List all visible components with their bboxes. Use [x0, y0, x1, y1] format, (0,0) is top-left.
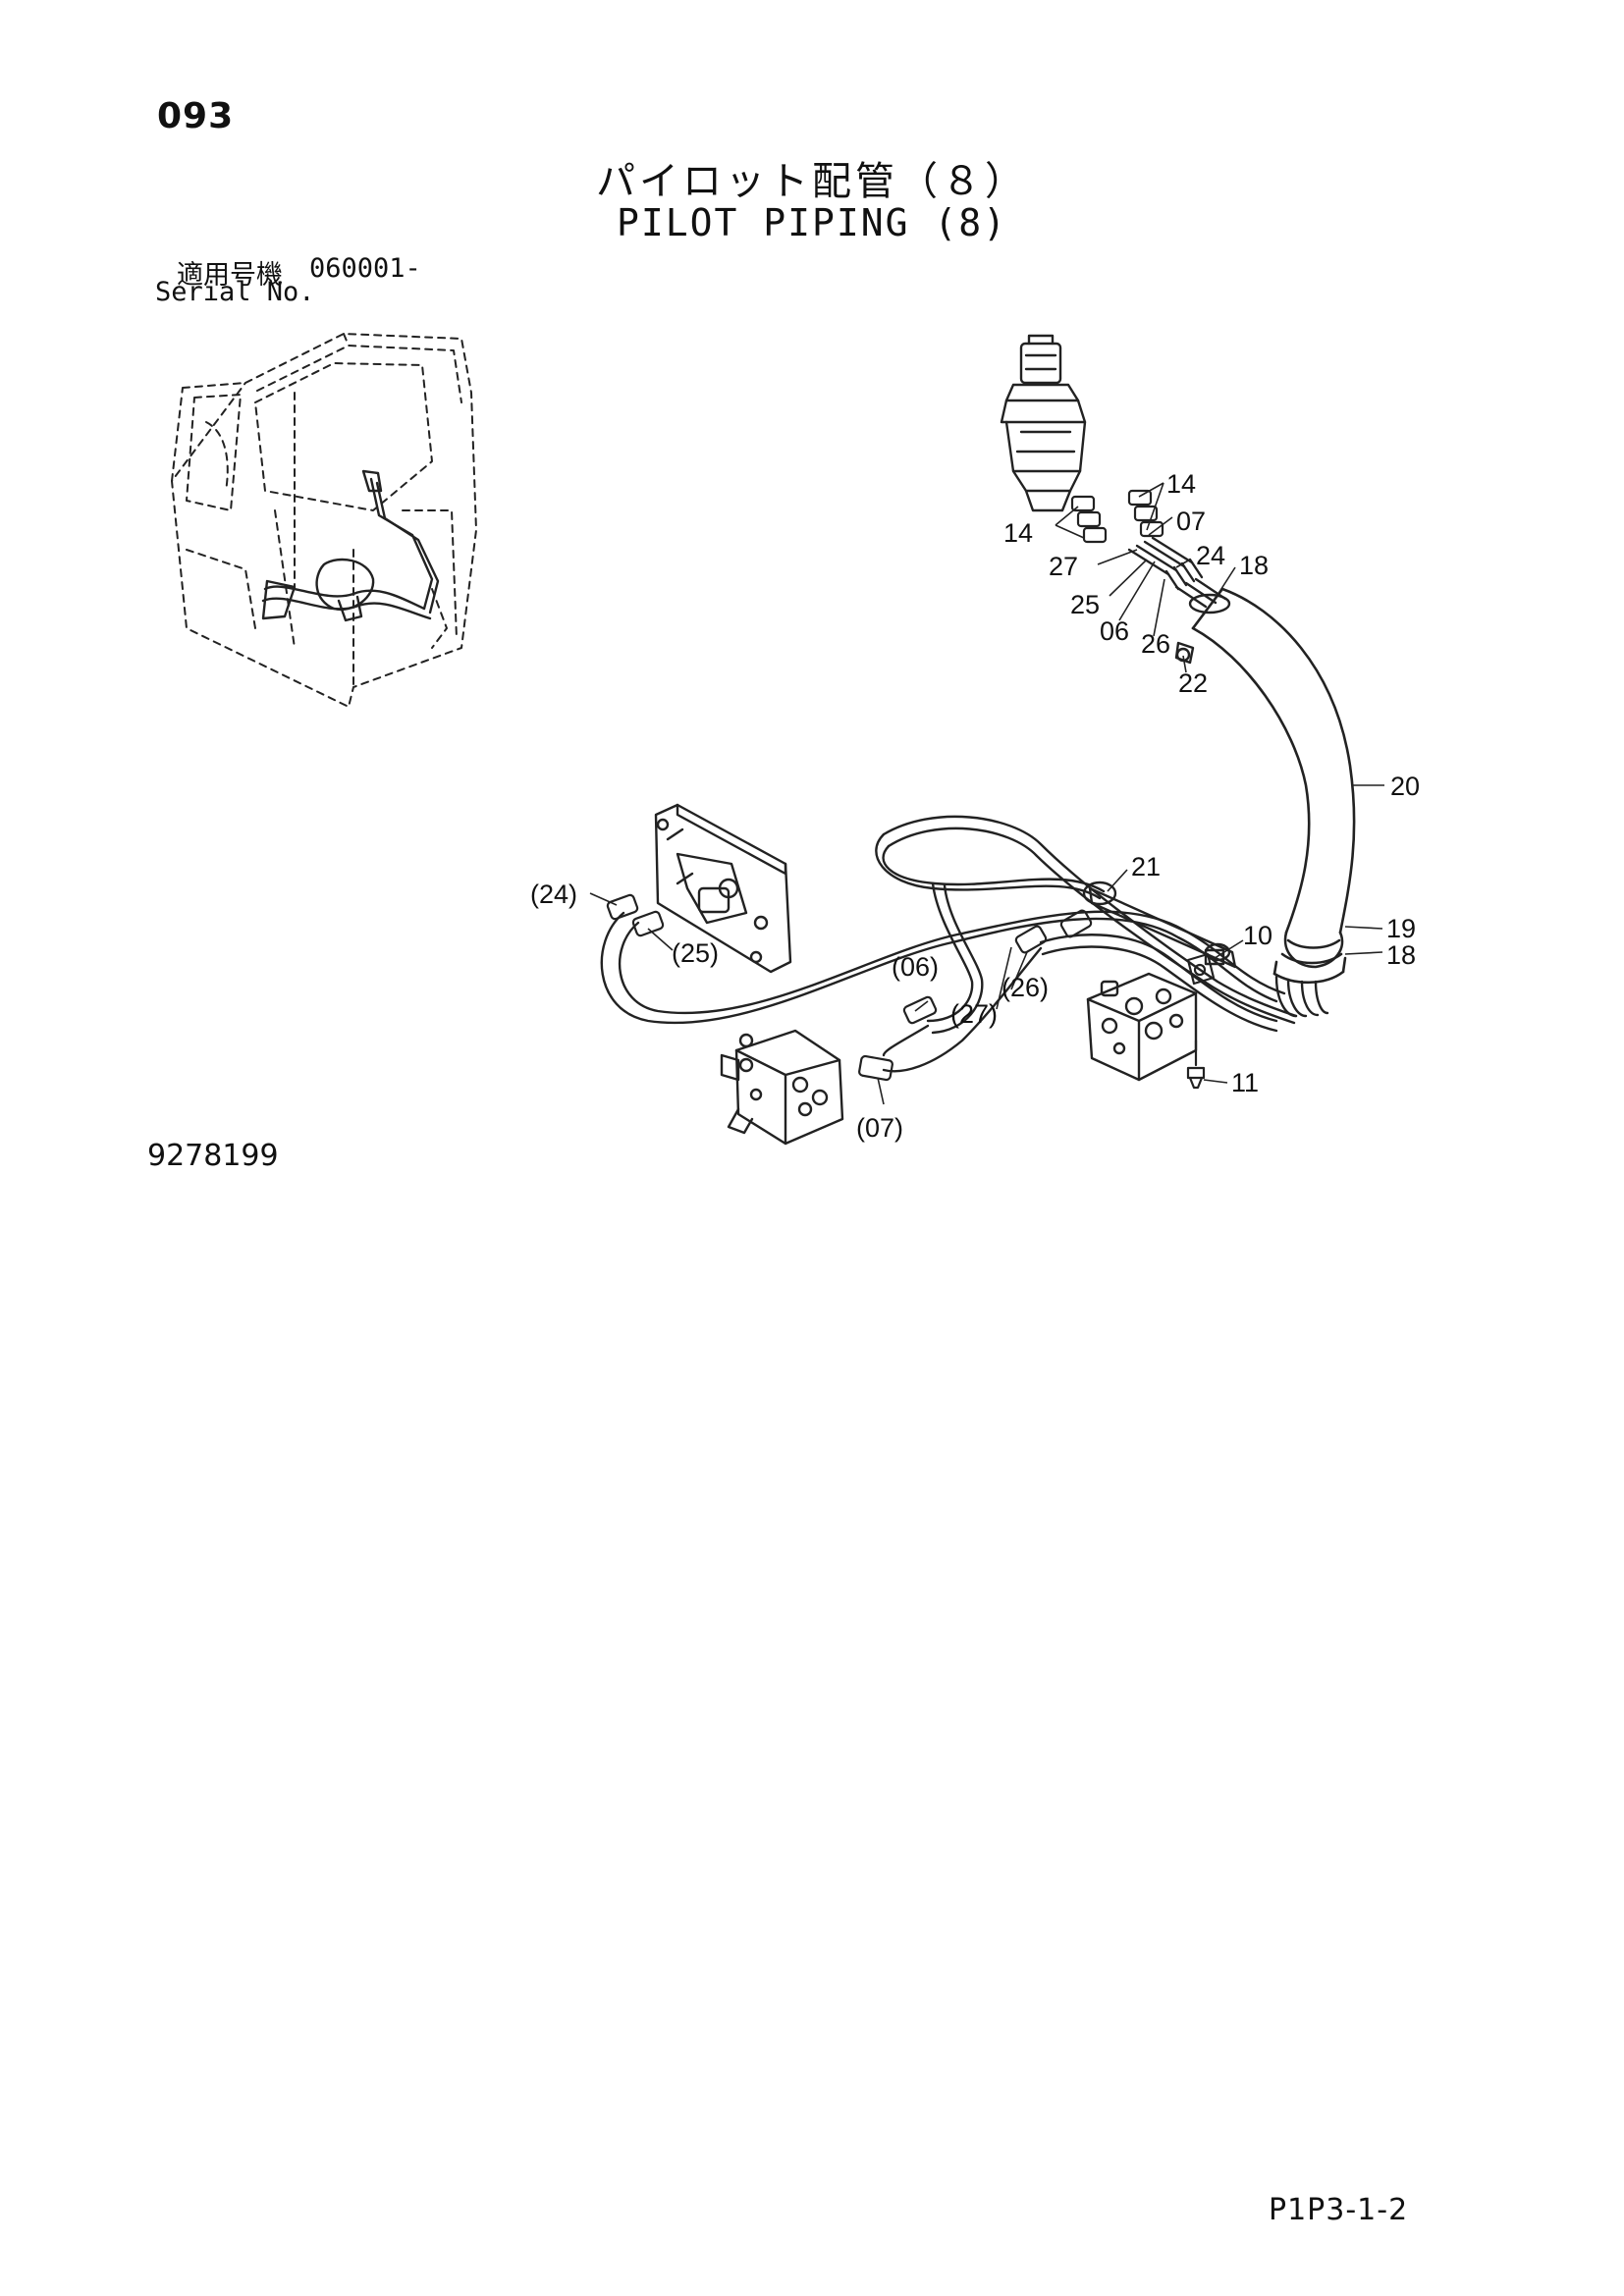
callout-22: 22	[1178, 668, 1208, 698]
serial-number-value: 060001-	[309, 253, 421, 284]
lower-left-valve-block	[720, 1029, 844, 1146]
upper-hose-bundle	[1127, 536, 1231, 665]
leader-lines	[589, 482, 1384, 1105]
callout-14-right: 14	[1166, 469, 1196, 499]
drawing-number: 9278199	[147, 1139, 279, 1173]
title-english: PILOT PIPING (8)	[616, 201, 1008, 244]
callout-18-lower: 18	[1386, 940, 1416, 970]
callout-24-ref: (24)	[530, 880, 577, 909]
cab-locator-illustration	[171, 333, 477, 708]
callout-14-left: 14	[1003, 518, 1033, 548]
callout-27-ref: (27)	[950, 999, 998, 1029]
callout-20: 20	[1390, 772, 1420, 801]
callout-06-ref: (06)	[892, 952, 939, 982]
callout-11: 11	[1231, 1068, 1259, 1097]
page-code: P1P3-1-2	[1269, 2193, 1409, 2227]
hose-runs	[600, 815, 1298, 1073]
callout-27: 27	[1049, 552, 1078, 581]
title-japanese: パイロット配管（８）	[596, 159, 1028, 204]
callout-10: 10	[1243, 921, 1272, 950]
callout-07-ref: (07)	[856, 1113, 903, 1143]
clamp-10	[1186, 952, 1216, 986]
callout-18-upper: 18	[1239, 551, 1269, 580]
callout-21: 21	[1131, 852, 1161, 881]
pilot-valve-top	[1000, 334, 1087, 512]
protective-sleeve-20	[1191, 587, 1356, 985]
callout-25: 25	[1070, 590, 1100, 619]
cab-harness	[261, 469, 440, 622]
callout-25-ref: (25)	[672, 938, 719, 968]
lower-right-valve-block	[1086, 972, 1198, 1082]
pilot-valve-fittings	[1070, 489, 1164, 544]
callout-19: 19	[1386, 914, 1416, 943]
hose-routing-bar	[1082, 881, 1237, 969]
callout-24: 24	[1196, 541, 1225, 570]
serial-label-english: Serial No.	[155, 277, 315, 307]
serial-label-japanese: 適用号機	[177, 260, 283, 291]
page-number: 093	[157, 96, 235, 136]
callout-06: 06	[1100, 616, 1129, 646]
callout-labels: 14 14 07 27 24 18 25 06 26 22 20 21 (24)…	[530, 469, 1420, 1143]
callout-07: 07	[1176, 507, 1206, 536]
callout-26: 26	[1141, 629, 1170, 659]
callout-26-ref: (26)	[1001, 973, 1049, 1002]
left-bracket-valve	[654, 803, 792, 974]
bolt-11	[1186, 1039, 1206, 1090]
